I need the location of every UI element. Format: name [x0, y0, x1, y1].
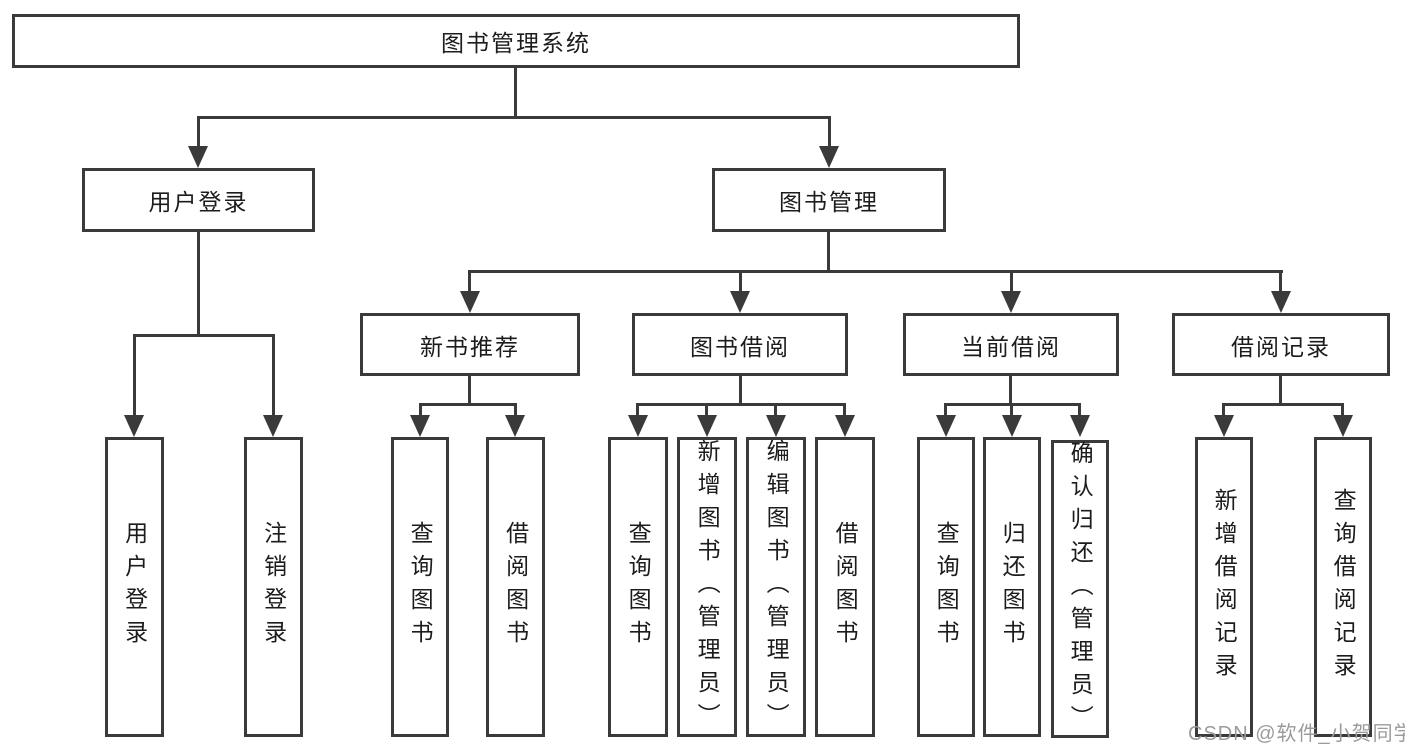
connector-line: [843, 403, 846, 417]
connector-line: [1279, 376, 1282, 406]
arrow-down-icon: [819, 146, 839, 168]
connector-line: [514, 403, 517, 417]
node-logout: 注销登录: [244, 437, 303, 737]
arrow-down-icon: [505, 415, 525, 437]
node-label: 借阅图书: [832, 521, 859, 653]
node-add-borrow-record: 新增借阅记录: [1195, 437, 1253, 737]
node-book-management-system: 图书管理系统: [12, 14, 1020, 68]
node-label: 用户登录: [121, 521, 148, 653]
node-query-borrow-record: 查询借阅记录: [1314, 437, 1372, 737]
connector-line: [827, 232, 830, 273]
connector-line: [468, 270, 471, 294]
node-label: 查询图书: [407, 521, 434, 653]
node-label: 注销登录: [260, 521, 287, 653]
arrow-down-icon: [730, 291, 750, 313]
node-label: 新书推荐: [420, 333, 520, 360]
node-confirm-return-admin: 确认归还（管理员）: [1051, 440, 1109, 738]
arrow-down-icon: [1070, 415, 1090, 437]
node-edit-book-admin: 编辑图书（管理员）: [746, 437, 806, 737]
connector-line: [739, 376, 742, 406]
arrow-down-icon: [1333, 415, 1353, 437]
connector-line: [1222, 403, 1225, 417]
csdn-watermark: CSDN @软件_小贺同学: [1188, 723, 1405, 745]
node-borrow-books-recommend: 借阅图书: [486, 437, 545, 737]
connector-line: [1010, 403, 1013, 417]
node-label: 当前借阅: [961, 333, 1061, 360]
connector-line: [470, 270, 1283, 273]
arrow-down-icon: [1001, 291, 1021, 313]
connector-line: [1279, 270, 1282, 294]
node-label: 查询图书: [933, 521, 960, 653]
connector-line: [468, 376, 471, 406]
node-label: 查询借阅记录: [1330, 488, 1357, 686]
node-new-book-recommend: 新书推荐: [360, 313, 580, 376]
node-label: 图书管理系统: [441, 30, 591, 56]
arrow-down-icon: [1271, 291, 1291, 313]
arrow-down-icon: [697, 415, 717, 437]
node-borrow-books: 借阅图书: [815, 437, 875, 737]
connector-line: [133, 334, 136, 417]
connector-line: [272, 334, 275, 417]
node-query-books-recommend: 查询图书: [391, 437, 449, 737]
node-user-login: 用户登录: [82, 168, 315, 232]
node-query-books-current: 查询图书: [917, 437, 975, 737]
connector-line: [197, 116, 200, 148]
node-label: 借阅记录: [1231, 333, 1331, 360]
node-label: 图书借阅: [690, 333, 790, 360]
node-return-books: 归还图书: [983, 437, 1041, 737]
node-book-borrowing: 图书借阅: [632, 313, 848, 376]
connector-line: [419, 403, 517, 406]
arrow-down-icon: [410, 415, 430, 437]
node-label: 用户登录: [148, 189, 249, 215]
node-label: 新增图书（管理员）: [694, 438, 721, 736]
connector-line: [705, 403, 708, 417]
node-user-login-leaf: 用户登录: [105, 437, 164, 737]
connector-line: [197, 116, 831, 119]
arrow-down-icon: [263, 415, 283, 437]
node-label: 借阅图书: [502, 521, 529, 653]
node-label: 编辑图书（管理员）: [763, 438, 790, 736]
arrow-down-icon: [1002, 415, 1022, 437]
arrow-down-icon: [1214, 415, 1234, 437]
node-label: 确认归还（管理员）: [1067, 440, 1094, 738]
node-label: 查询图书: [625, 521, 652, 653]
connector-line: [514, 68, 517, 119]
arrow-down-icon: [766, 415, 786, 437]
arrow-down-icon: [835, 415, 855, 437]
arrow-down-icon: [628, 415, 648, 437]
connector-line: [197, 232, 200, 337]
connector-line: [828, 116, 831, 148]
connector-line: [133, 334, 275, 337]
connector-line: [636, 403, 639, 417]
node-label: 归还图书: [999, 521, 1026, 653]
connector-line: [774, 403, 777, 417]
node-book-management: 图书管理: [712, 168, 946, 232]
connector-line: [1341, 403, 1344, 417]
node-current-borrowing: 当前借阅: [903, 313, 1119, 376]
node-label: 新增借阅记录: [1211, 488, 1238, 686]
connector-line: [1078, 403, 1081, 417]
arrow-down-icon: [460, 291, 480, 313]
node-borrow-records: 借阅记录: [1172, 313, 1390, 376]
connector-line: [636, 403, 846, 406]
connector-line: [1010, 270, 1013, 294]
node-label: 图书管理: [779, 189, 879, 215]
connector-line: [1009, 376, 1012, 406]
connector-line: [739, 270, 742, 294]
arrow-down-icon: [936, 415, 956, 437]
connector-line: [1222, 403, 1344, 406]
arrow-down-icon: [188, 146, 208, 168]
node-query-books-borrowing: 查询图书: [608, 437, 668, 737]
connector-line: [944, 403, 947, 417]
arrow-down-icon: [124, 415, 144, 437]
node-add-book-admin: 新增图书（管理员）: [677, 437, 737, 737]
connector-line: [419, 403, 422, 417]
